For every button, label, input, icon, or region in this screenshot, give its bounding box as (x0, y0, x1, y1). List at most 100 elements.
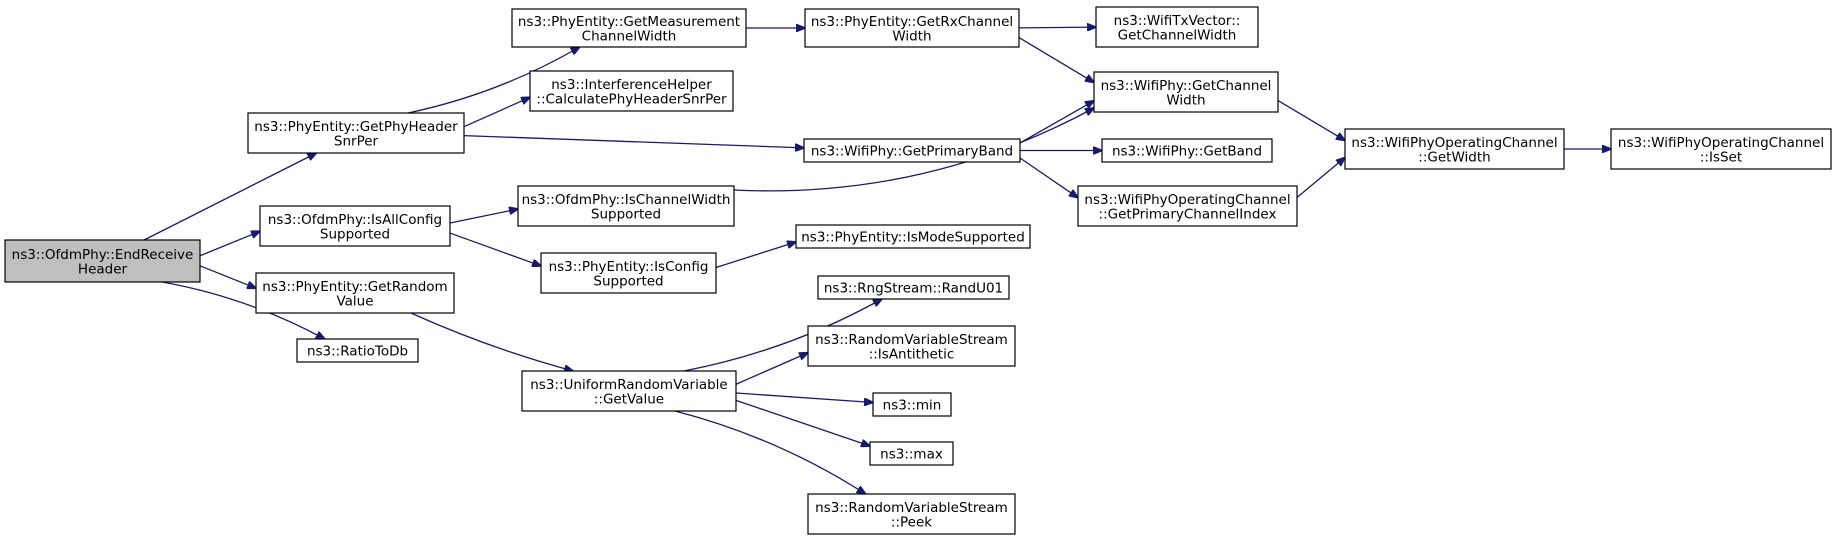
node-max[interactable]: ns3::max (869, 441, 954, 466)
node-box (296, 338, 419, 363)
edge-getRxChannelWidth-to-txVectorGetCW (1018, 27, 1096, 28)
edge-uniformGetValue-to-min (735, 392, 873, 402)
node-label-line: Supported (320, 226, 390, 242)
edge-isAllConfig-to-isChannelWidthSupported (449, 209, 518, 224)
node-box (1610, 128, 1832, 170)
node-ratioToDb[interactable]: ns3::RatioToDb (296, 338, 419, 363)
edge-arrow (199, 231, 260, 257)
node-min[interactable]: ns3::min (872, 392, 952, 417)
node-box (255, 272, 455, 314)
node-label-line: ns3::OfdmPhy::IsChannelWidth (522, 192, 731, 208)
node-box (807, 493, 1016, 535)
node-opChGetWidth[interactable]: ns3::WifiPhyOperatingChannel::GetWidth (1344, 128, 1565, 170)
edge-arrow (674, 410, 866, 494)
edge-isAllConfig-to-isConfigSupported (449, 232, 541, 266)
node-label-line: ns3::WifiPhy::GetChannel (1101, 78, 1272, 94)
node-box (872, 392, 952, 417)
node-label-line: SnrPer (334, 133, 379, 149)
node-label-line: ns3::OfdmPhy::IsAllConfig (268, 212, 442, 228)
node-isAntithetic[interactable]: ns3::RandomVariableStream::IsAntithetic (807, 325, 1016, 367)
edge-arrow (735, 399, 870, 446)
node-box (540, 252, 717, 294)
node-box (511, 8, 747, 48)
node-randU01[interactable]: ns3::RngStream::RandU01 (817, 275, 1010, 300)
edge-getRxChannelWidth-to-wifiPhyGetCW (1018, 37, 1094, 83)
node-getPrimaryChannelIndex[interactable]: ns3::WifiPhyOperatingChannel::GetPrimary… (1077, 185, 1298, 227)
node-getPrimaryBand[interactable]: ns3::WifiPhy::GetPrimaryBand (803, 138, 1021, 163)
edge-arrow (1018, 37, 1094, 83)
node-box (817, 275, 1010, 300)
node-box (803, 138, 1021, 163)
nodes-layer: ns3::OfdmPhy::EndReceiveHeaderns3::PhyEn… (4, 6, 1832, 535)
edge-arrow (1018, 27, 1096, 28)
node-label-line: ns3::WifiPhy::GetBand (1112, 144, 1262, 160)
node-label-line: ::GetWidth (1418, 149, 1490, 165)
node-getMeasurementCW[interactable]: ns3::PhyEntity::GetMeasurementChannelWid… (511, 8, 747, 48)
node-label-line: ns3::RatioToDb (307, 344, 408, 360)
node-label-line: ::GetValue (594, 391, 664, 407)
node-isModeSupported[interactable]: ns3::PhyEntity::IsModeSupported (795, 224, 1031, 249)
node-label-line: ns3::UniformRandomVariable (530, 377, 728, 393)
node-opChIsSet[interactable]: ns3::WifiPhyOperatingChannel::IsSet (1610, 128, 1832, 170)
edge-uniformGetValue-to-max (735, 399, 870, 446)
node-label-line: ns3::PhyEntity::GetRandom (262, 279, 447, 295)
node-label-line: ns3::RngStream::RandU01 (824, 281, 1003, 297)
node-box (1344, 128, 1565, 170)
node-label-line: ns3::RandomVariableStream (815, 500, 1008, 516)
edge-arrow (162, 281, 324, 339)
node-label-line: ::IsSet (1700, 149, 1742, 165)
node-calcPhyHeaderSnrPer[interactable]: ns3::InterferenceHelper::CalculatePhyHea… (529, 70, 734, 112)
edge-uniformGetValue-to-isAntithetic (735, 353, 808, 385)
edge-arrow (733, 108, 1094, 192)
edge-arrow (199, 265, 256, 288)
node-label-line: ns3::WifiPhyOperatingChannel (1084, 192, 1290, 208)
edge-arrow (1019, 101, 1094, 144)
edge-isChannelWidthSupported-to-wifiPhyGetCW (733, 108, 1094, 192)
node-label-line: Value (336, 293, 373, 309)
node-label-line: ns3::WifiPhyOperatingChannel (1618, 135, 1824, 151)
node-peek[interactable]: ns3::RandomVariableStream::Peek (807, 493, 1016, 535)
node-label-line: Supported (591, 206, 661, 222)
edge-getRandomValue-to-uniformGetValue (410, 312, 573, 371)
node-label-line: ns3::PhyEntity::GetRxChannel (811, 14, 1013, 30)
edge-getPhyHeaderSnrPer-to-getMeasurementCW (407, 47, 580, 114)
node-label-line: ::IsAntithetic (869, 346, 955, 362)
node-getBand[interactable]: ns3::WifiPhy::GetBand (1101, 138, 1273, 163)
node-label-line: ns3::max (880, 447, 943, 463)
edge-arrow (735, 392, 873, 402)
node-label-line: ns3::PhyEntity::GetPhyHeader (254, 119, 458, 135)
edge-arrow (407, 47, 580, 114)
node-label-line: ns3::WifiPhyOperatingChannel (1351, 135, 1557, 151)
edge-arrow (1019, 157, 1078, 198)
node-uniformGetValue[interactable]: ns3::UniformRandomVariable::GetValue (521, 370, 737, 412)
node-box (521, 370, 737, 412)
node-txVectorGetCW[interactable]: ns3::WifiTxVector::GetChannelWidth (1095, 6, 1259, 48)
node-label-line: ::CalculatePhyHeaderSnrPer (536, 91, 727, 107)
edge-arrow (683, 299, 882, 372)
node-label-line: ns3::InterferenceHelper (551, 77, 712, 93)
node-label-line: ::Peek (891, 514, 932, 530)
node-label-line: Width (892, 28, 931, 44)
edge-isConfigSupported-to-isModeSupported (715, 242, 796, 269)
edge-wifiPhyGetCW-to-opChGetWidth (1277, 99, 1345, 141)
node-label-line: ns3::PhyEntity::GetMeasurement (518, 14, 740, 30)
edge-arrow (735, 353, 808, 385)
edge-arrow (1296, 158, 1345, 198)
node-label-line: ns3::OfdmPhy::EndReceive (12, 247, 194, 263)
edge-uniformGetValue-to-peek (674, 410, 866, 494)
node-box (869, 441, 954, 466)
node-box (247, 112, 465, 154)
node-box (1077, 185, 1298, 227)
node-wifiPhyGetCW[interactable]: ns3::WifiPhy::GetChannelWidth (1093, 71, 1279, 113)
edge-endReceive-to-isAllConfig (199, 231, 260, 257)
edge-arrow (715, 242, 796, 269)
edges-layer (143, 27, 1611, 494)
node-box (795, 224, 1031, 249)
